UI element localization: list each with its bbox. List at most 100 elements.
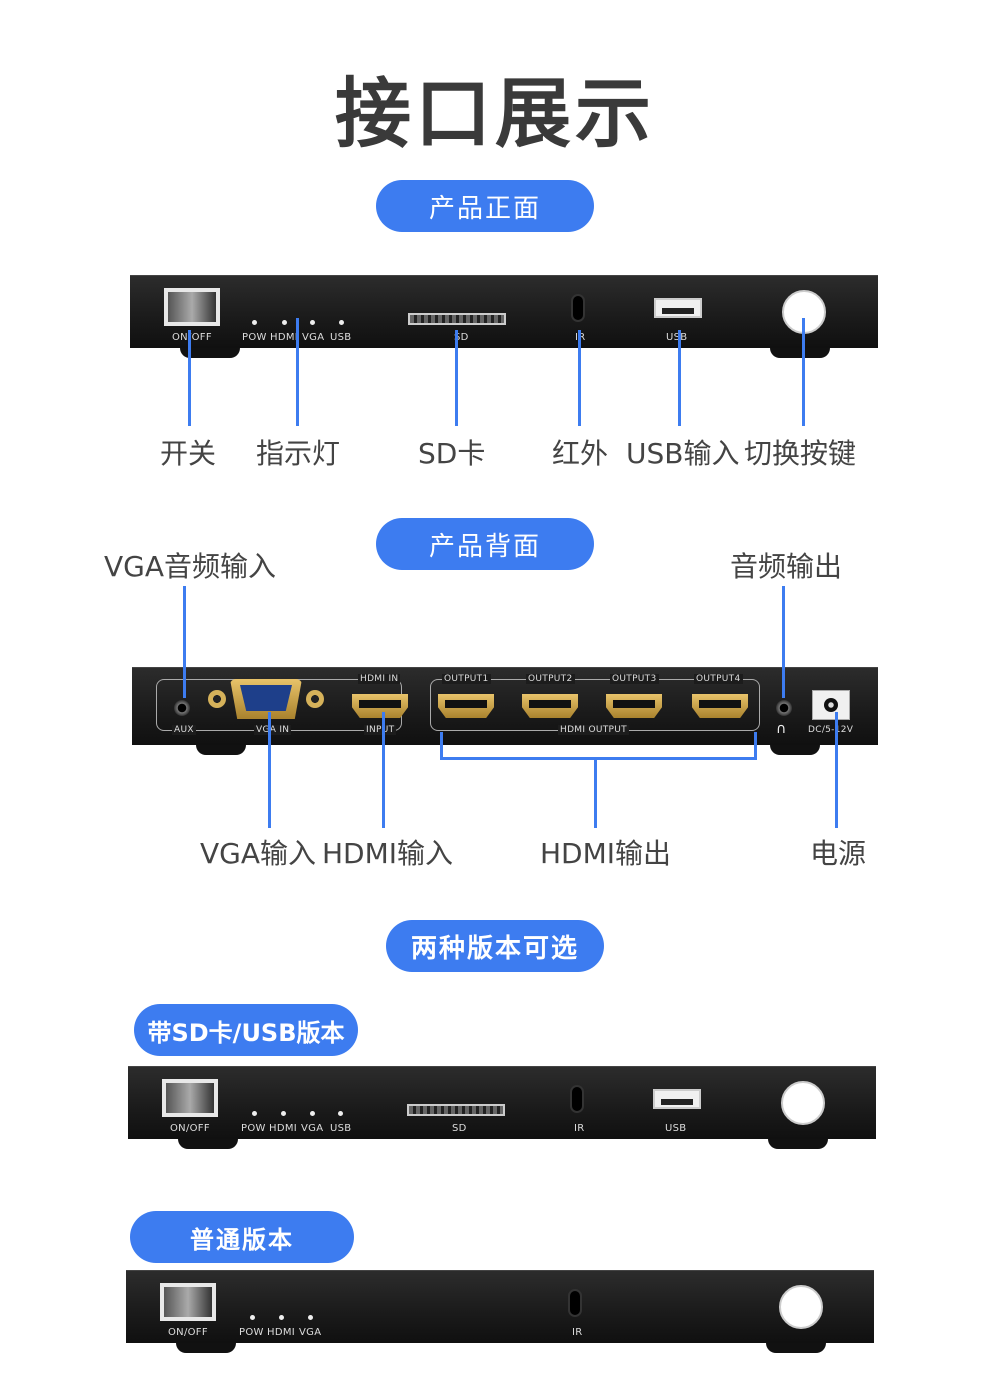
pow-label: POW <box>241 1123 266 1134</box>
hdmi-input-port <box>352 694 408 718</box>
leader-line <box>268 712 271 828</box>
aux-jack <box>174 700 190 716</box>
sd-label: SD <box>452 1123 467 1134</box>
dc-power-jack <box>812 690 850 720</box>
device-foot <box>770 348 830 358</box>
caption-indicator: 指示灯 <box>256 437 341 470</box>
leader-line <box>188 330 191 426</box>
leader-line <box>802 318 805 426</box>
caption-sd-card: SD卡 <box>418 437 486 470</box>
caption-infrared: 红外 <box>552 437 609 470</box>
device-foot <box>176 1343 236 1353</box>
section-back-label: 产品背面 <box>376 518 594 570</box>
usb-led <box>338 1111 343 1116</box>
output3-label: OUTPUT3 <box>610 674 659 684</box>
hdmi-led-label: HDMI <box>270 332 298 343</box>
pow-label: POW <box>242 332 267 343</box>
back-panel-device: AUX VGA IN HDMI IN INPUT OUTPUT1 OUTPUT2… <box>132 667 878 745</box>
hdmi-output-label: HDMI OUTPUT <box>558 725 629 735</box>
basic-version-device: ON/OFF POW HDMI VGA IR <box>126 1270 874 1343</box>
pow-label: POW <box>239 1327 264 1338</box>
device-foot <box>766 1343 826 1353</box>
hdmi-output-port-2 <box>522 694 578 718</box>
hdmi-led <box>281 1111 286 1116</box>
usb-port <box>654 298 702 318</box>
vga-led-label: VGA <box>301 1123 324 1134</box>
ir-label: IR <box>572 1327 583 1338</box>
hdmi-led <box>282 320 287 325</box>
leader-line <box>455 330 458 426</box>
power-switch <box>164 288 220 326</box>
vga-led <box>310 320 315 325</box>
pow-led <box>250 1315 255 1320</box>
pow-led <box>252 1111 257 1116</box>
sd-usb-version-device: ON/OFF POW HDMI VGA USB SD IR USB <box>128 1066 876 1139</box>
vga-in-label: VGA IN <box>254 725 292 735</box>
sd-label: SD <box>454 332 469 343</box>
section-versions-label: 两种版本可选 <box>386 920 604 972</box>
device-foot <box>196 745 246 755</box>
caption-switch: 开关 <box>160 437 217 470</box>
usb-led <box>339 320 344 325</box>
usb-label: USB <box>665 1123 687 1134</box>
input-label: INPUT <box>364 725 397 735</box>
usb-port <box>653 1089 701 1109</box>
hdmi-output-port-1 <box>438 694 494 718</box>
hdmi-led <box>279 1315 284 1320</box>
ir-label: IR <box>574 1123 585 1134</box>
hdmi-output-port-3 <box>606 694 662 718</box>
sd-slot <box>408 313 506 325</box>
caption-power: 电源 <box>810 837 867 870</box>
leader-line <box>835 712 838 828</box>
caption-vga-audio-input: VGA音频输入 <box>104 550 277 583</box>
leader-line <box>782 586 785 698</box>
pow-led <box>252 320 257 325</box>
on-off-label: ON/OFF <box>172 332 212 343</box>
page-title: 接口展示 <box>335 69 655 158</box>
hdmi-output-port-4 <box>692 694 748 718</box>
usb-led-label: USB <box>330 332 352 343</box>
on-off-label: ON/OFF <box>170 1123 210 1134</box>
vga-led-label: VGA <box>299 1327 322 1338</box>
caption-hdmi-output: HDMI输出 <box>540 837 672 870</box>
leader-line <box>578 330 581 426</box>
audio-output-jack <box>776 700 792 716</box>
vga-led-label: VGA <box>302 332 325 343</box>
version-basic-label: 普通版本 <box>130 1211 354 1263</box>
vga-screw <box>208 690 226 708</box>
leader-line <box>440 757 757 760</box>
caption-usb-input: USB输入 <box>626 437 740 470</box>
power-switch <box>160 1283 216 1321</box>
vga-screw <box>306 690 324 708</box>
dc-label: DC/5-12V <box>808 725 854 735</box>
version-sd-usb-label: 带SD卡/USB版本 <box>134 1004 358 1056</box>
leader-line <box>440 732 443 760</box>
leader-line <box>594 757 597 828</box>
on-off-label: ON/OFF <box>168 1327 208 1338</box>
device-foot <box>180 348 240 358</box>
aux-label: AUX <box>172 725 196 735</box>
vga-port <box>230 679 302 719</box>
section-front-label: 产品正面 <box>376 180 594 232</box>
ir-sensor <box>570 1085 584 1113</box>
front-panel-device: ON/OFF POW HDMI VGA USB SD IR USB <box>130 275 878 348</box>
toggle-button <box>781 1081 825 1125</box>
ir-sensor <box>571 294 585 322</box>
headphone-icon: ∩ <box>776 721 787 737</box>
usb-led-label: USB <box>330 1123 352 1134</box>
ir-sensor <box>568 1289 582 1317</box>
leader-line <box>678 330 681 426</box>
caption-vga-input: VGA输入 <box>200 837 317 870</box>
sd-slot <box>407 1104 505 1116</box>
leader-line <box>183 586 186 698</box>
device-foot <box>770 745 820 755</box>
leader-line <box>382 712 385 828</box>
caption-audio-output: 音频输出 <box>730 550 843 583</box>
leader-line <box>754 732 757 760</box>
output1-label: OUTPUT1 <box>442 674 491 684</box>
hdmi-led-label: HDMI <box>267 1327 295 1338</box>
vga-led <box>308 1315 313 1320</box>
hdmi-in-label: HDMI IN <box>358 674 401 684</box>
hdmi-led-label: HDMI <box>269 1123 297 1134</box>
device-foot <box>178 1139 238 1149</box>
